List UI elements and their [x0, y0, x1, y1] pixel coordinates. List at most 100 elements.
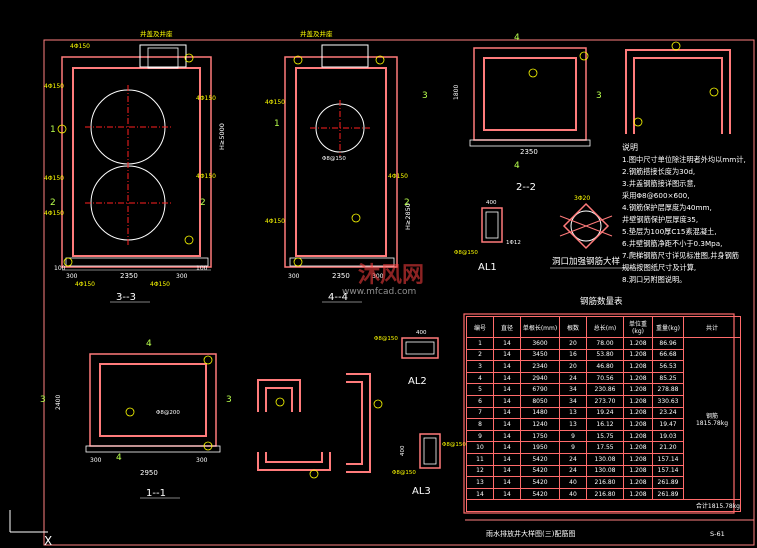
- dim-2400: 2400: [55, 395, 62, 410]
- dim-2350a: 2350: [120, 272, 138, 280]
- note-3: 3.井盖钢筋接详图示意,: [622, 179, 696, 188]
- table-cell: 10: [466, 441, 494, 454]
- table-cell: 1.208: [623, 452, 653, 466]
- dim-2950: 2950: [140, 469, 158, 477]
- table-cell: 14: [493, 360, 521, 373]
- dim-300c: 300: [288, 273, 300, 280]
- table-cell: 5420: [520, 487, 560, 501]
- table-cell: 330.63: [652, 394, 684, 408]
- dim-100b: 100: [196, 265, 208, 272]
- svg-text:2: 2: [200, 198, 206, 208]
- bar-4150b: 4Φ150: [44, 83, 64, 90]
- table-cell: 1480: [520, 406, 560, 420]
- dim-100a: 100: [54, 265, 66, 272]
- note-9: 7.爬梯钢筋尺寸详见标准图,井身钢筋: [622, 251, 739, 260]
- bar-4150h: 4Φ150: [150, 281, 170, 288]
- table-cell: 9: [559, 441, 587, 454]
- watermark-en: www.mfcad.com: [342, 287, 416, 297]
- table-cell: 9: [466, 429, 494, 443]
- table-cell: 157.14: [652, 464, 684, 478]
- bar-8150c: Φ8@150: [374, 336, 398, 342]
- table-cell: 11: [466, 452, 494, 466]
- table-cell: 1.208: [623, 394, 653, 408]
- note-1: 1.图中尺寸单位除注明者外均以mm计,: [622, 155, 746, 164]
- svg-text:1: 1: [274, 119, 280, 129]
- table-cell: 1.208: [623, 360, 653, 373]
- table-footer: 合计1815.78kg: [466, 499, 741, 512]
- table-cell: 14: [493, 418, 521, 431]
- table-cell: 278.88: [652, 383, 684, 396]
- drawing-title: 雨水排放井大样图(三)配筋图: [486, 529, 575, 538]
- bar-4150d: 4Φ150: [44, 210, 64, 217]
- dim-400a: 400: [486, 200, 497, 206]
- bar-8150e: Φ8@150: [442, 442, 466, 448]
- table-cell: 1.208: [623, 371, 653, 385]
- dim-1800: 1800: [453, 85, 460, 100]
- table-cell: 157.14: [652, 452, 684, 466]
- table-cell: 1.208: [623, 476, 653, 489]
- table-header-row: 编号 直径 单根长(mm) 根数 总长(m) 单位重(kg) 重量(kg) 共计: [466, 316, 741, 338]
- drawing-frame: [43, 39, 755, 546]
- svg-text:4: 4: [514, 33, 520, 43]
- table-cell: 14: [493, 441, 521, 454]
- label-manhole-1: 井盖及井座: [140, 29, 173, 38]
- table-cell: 8: [466, 418, 494, 431]
- table-cell: 1.208: [623, 464, 653, 478]
- bar-4150e: 4Φ150: [75, 281, 95, 288]
- table-cell: 261.89: [652, 487, 684, 501]
- rebar-table: 编号 直径 单根长(mm) 根数 总长(m) 单位重(kg) 重量(kg) 共计…: [466, 316, 741, 512]
- dim-10: 1Φ12: [506, 240, 521, 246]
- reinforce-top-label: 3Φ20: [574, 195, 590, 202]
- table-cell: 56.53: [652, 360, 684, 373]
- table-cell: 46.80: [586, 360, 624, 373]
- table-cell: 40: [559, 476, 587, 489]
- table-cell: 2940: [520, 371, 560, 385]
- section-2-2: 2350 1800 2--2 4 4 3 3: [422, 33, 602, 193]
- svg-text:3: 3: [596, 91, 602, 101]
- col-header: 单位重(kg): [623, 316, 653, 338]
- bar-4150a: 4Φ150: [70, 43, 90, 50]
- svg-text:2: 2: [50, 198, 56, 208]
- table-cell: 273.70: [586, 394, 624, 408]
- dim-400c: 400: [400, 445, 406, 456]
- table-cell: 130.08: [586, 452, 624, 466]
- col-header: 重量(kg): [652, 316, 684, 338]
- bar-4150g: 4Φ150: [196, 173, 216, 180]
- bar-4g150: 4Φ150: [265, 99, 285, 106]
- detail-al2: 400 Φ8@150 AL2: [374, 330, 439, 387]
- bar-c1: Φ8@150: [454, 250, 478, 256]
- table-cell: 14: [493, 337, 521, 350]
- col-header: 共计: [683, 316, 741, 338]
- table-cell: 1750: [520, 429, 560, 443]
- table-cell: 34: [559, 383, 587, 396]
- table-cell: 8050: [520, 394, 560, 408]
- table-cell: 3: [466, 360, 494, 373]
- bar-shapes-middle: [257, 373, 383, 479]
- table-cell: 14: [493, 452, 521, 466]
- note-11: 8.洞口另附图说明。: [622, 275, 687, 284]
- table-cell: 19.03: [652, 429, 684, 443]
- table-cell: 2: [466, 348, 494, 362]
- note-7: 5.垫层为100厚C15素混凝土,: [622, 227, 717, 236]
- total-value: 1815.78kg: [695, 419, 729, 427]
- svg-text:4: 4: [514, 161, 520, 171]
- table-cell: 5420: [520, 452, 560, 466]
- table-cell: 1: [466, 337, 494, 350]
- table-cell: 16.12: [586, 418, 624, 431]
- table-cell: 70.56: [586, 371, 624, 385]
- table-title: 钢筋数量表: [580, 296, 623, 307]
- detail-al1: AL1 400 Φ8@150 1Φ12: [454, 200, 521, 273]
- title-al2: AL2: [408, 376, 427, 387]
- title-3-3: 3--3: [116, 292, 136, 303]
- label-manhole-2: 井盖及井座: [300, 29, 333, 38]
- col-header: 编号: [466, 316, 494, 338]
- table-cell: 14: [493, 394, 521, 408]
- table-cell: 5420: [520, 476, 560, 489]
- dim-300e: 300: [90, 457, 102, 464]
- dim-400b: 400: [416, 330, 427, 336]
- table-cell: 14: [493, 476, 521, 489]
